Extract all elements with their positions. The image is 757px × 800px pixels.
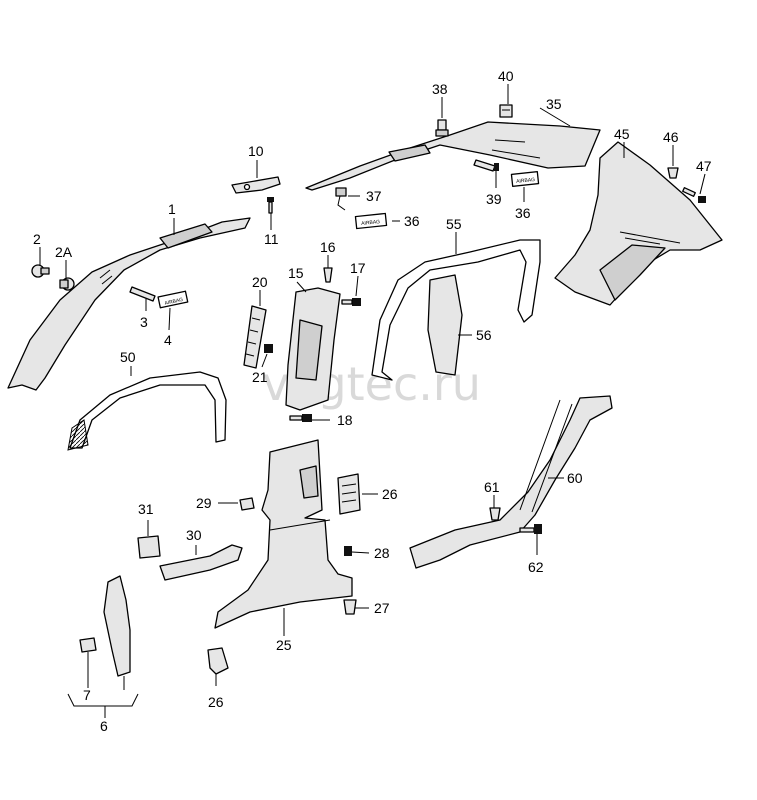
callout-17: 17 [350, 260, 366, 276]
callout-31: 31 [138, 501, 154, 517]
callout-36b: 36 [515, 205, 531, 221]
callout-labels: 1 2 2A 3 4 6 7 10 11 15 16 17 18 20 21 2… [33, 68, 712, 734]
callout-21: 21 [252, 369, 268, 385]
callout-30: 30 [186, 527, 202, 543]
callout-4: 4 [164, 332, 172, 348]
part-40-clip[interactable] [499, 104, 513, 118]
part-60-sill-trim[interactable] [409, 395, 613, 569]
part-39-screw[interactable] [473, 159, 499, 172]
part-27-clip[interactable] [343, 599, 357, 615]
part-18-screw[interactable] [289, 414, 312, 422]
callout-38: 38 [432, 81, 448, 97]
part-20-bracket[interactable] [243, 305, 267, 369]
callout-11: 11 [264, 231, 279, 247]
part-3-screw[interactable] [129, 286, 156, 302]
callout-26a: 26 [382, 486, 398, 502]
part-11-screw[interactable] [267, 197, 274, 214]
part-25-b-pillar-lower-trim[interactable] [214, 439, 353, 629]
callout-61: 61 [484, 479, 500, 495]
callout-45: 45 [614, 126, 630, 142]
part-37-clip[interactable] [335, 187, 347, 211]
part-2-clip[interactable] [31, 264, 50, 278]
callout-2a: 2A [55, 244, 73, 260]
callout-37: 37 [366, 188, 382, 204]
callout-35: 35 [546, 96, 562, 112]
part-46-clip[interactable] [667, 167, 679, 179]
callout-20: 20 [252, 274, 268, 290]
part-15-b-pillar-upper-trim[interactable] [285, 287, 341, 411]
callout-62: 62 [528, 559, 544, 575]
part-30-grab-handle[interactable] [159, 544, 243, 581]
badge-text-4: AIRBAG [164, 297, 184, 307]
part-56-pillar-trim[interactable] [427, 274, 463, 376]
part-17-screw[interactable] [341, 298, 361, 306]
part-36b-airbag-badge[interactable] [510, 171, 540, 187]
part-7-clip[interactable] [79, 637, 97, 653]
part-10-bracket[interactable] [231, 176, 281, 194]
callout-40: 40 [498, 68, 514, 84]
part-35-roof-trim[interactable] [305, 121, 601, 191]
callout-50: 50 [120, 349, 136, 365]
callout-60: 60 [567, 470, 583, 486]
callout-15: 15 [288, 265, 304, 281]
callout-18: 18 [337, 412, 353, 428]
callout-6: 6 [100, 718, 108, 734]
callout-56: 56 [476, 327, 492, 343]
part-50-wheel-arch-trim[interactable] [67, 371, 227, 451]
part-16-clip[interactable] [323, 267, 333, 283]
callout-10: 10 [248, 143, 264, 159]
callout-26b: 26 [208, 694, 224, 710]
badge-text-36b: AIRBAG [516, 177, 536, 185]
callout-25: 25 [276, 637, 292, 653]
callout-55: 55 [446, 216, 462, 232]
part-62-screw[interactable] [519, 524, 542, 534]
callout-16: 16 [320, 239, 336, 255]
callout-3: 3 [140, 314, 148, 330]
callout-39: 39 [486, 191, 502, 207]
part-31-clip[interactable] [137, 535, 161, 559]
part-47-screw[interactable] [682, 187, 706, 203]
callout-28: 28 [374, 545, 390, 561]
part-21-screw[interactable] [264, 344, 273, 353]
part-36a-airbag-badge[interactable] [354, 212, 388, 230]
callout-47: 47 [696, 158, 712, 174]
part-45-c-pillar-trim[interactable] [554, 141, 723, 306]
callout-7: 7 [83, 687, 91, 703]
part-26a-vent-grille[interactable] [337, 473, 361, 515]
part-38-clip[interactable] [435, 119, 449, 137]
part-29-clip[interactable] [239, 497, 255, 511]
callout-36a: 36 [404, 213, 420, 229]
part-4-airbag-badge[interactable] [157, 290, 189, 309]
callout-27: 27 [374, 600, 390, 616]
callout-1: 1 [168, 201, 176, 217]
callout-2: 2 [33, 231, 41, 247]
badge-text-36a: AIRBAG [361, 219, 381, 227]
callout-46: 46 [663, 129, 679, 145]
part-26b-clip[interactable] [207, 647, 229, 675]
badge-texts: AIRBAG AIRBAG AIRBAG [164, 177, 535, 307]
part-28-screw[interactable] [344, 546, 352, 556]
part-1-a-pillar-trim[interactable] [7, 217, 251, 391]
part-2a-clip[interactable] [59, 277, 75, 291]
part-55-door-seal[interactable] [371, 239, 541, 381]
callout-29: 29 [196, 495, 212, 511]
part-61-clip[interactable] [489, 507, 501, 521]
leader-lines [39, 84, 706, 718]
part-6-pillar-trim[interactable] [103, 575, 131, 677]
